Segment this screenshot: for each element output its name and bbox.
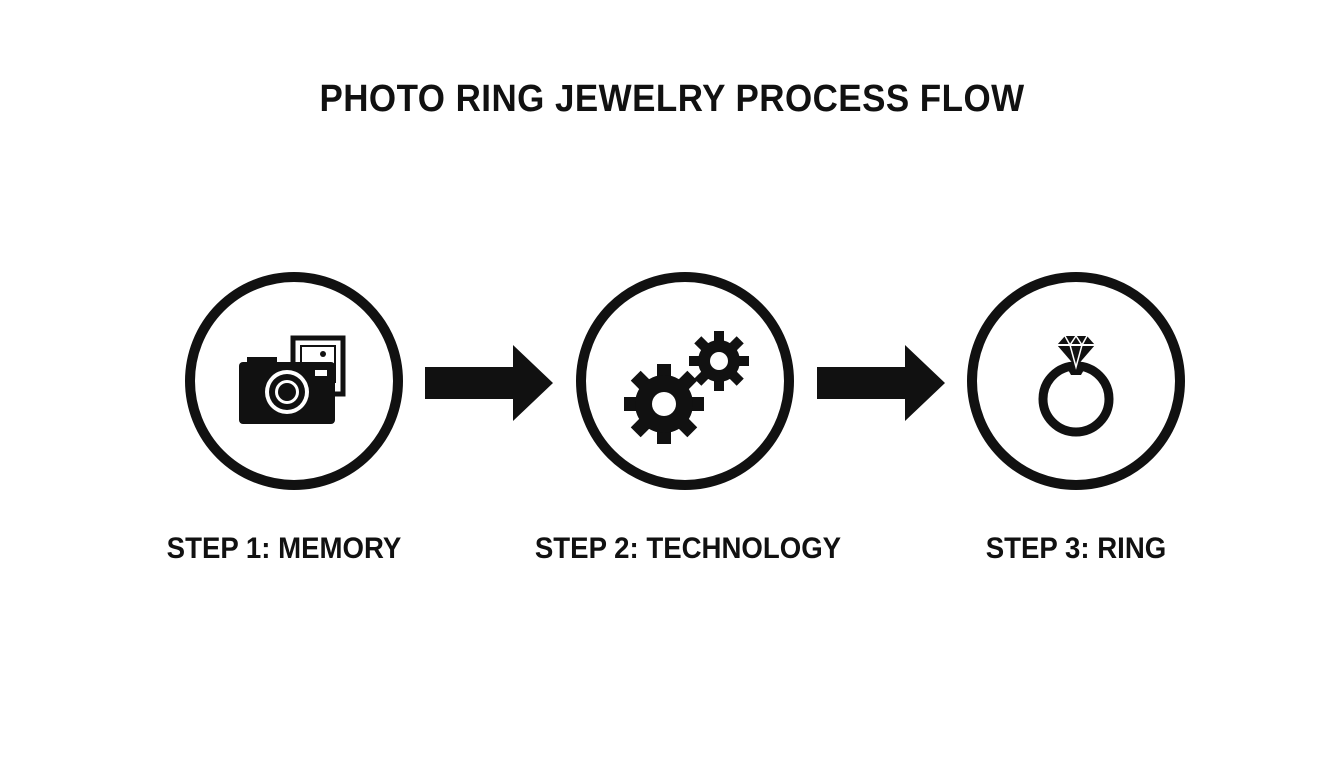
diamond-ring-icon — [1038, 334, 1114, 437]
arrow-right-icon — [817, 345, 945, 421]
step-2-label: STEP 2: TECHNOLOGY — [534, 532, 842, 565]
step-3-circle — [967, 272, 1185, 490]
step-1-circle — [185, 272, 403, 490]
gears-icon — [624, 331, 749, 444]
flow-arrow-1 — [425, 345, 555, 421]
step-2-circle — [576, 272, 794, 490]
step-3-label: STEP 3: RING — [985, 532, 1167, 565]
step-1-label: STEP 1: MEMORY — [166, 532, 402, 565]
arrow-right-icon — [425, 345, 553, 421]
diagram-title: PHOTO RING JEWELRY PROCESS FLOW — [319, 78, 1025, 120]
camera-photo-icon — [239, 335, 346, 424]
flow-arrow-2 — [817, 345, 947, 421]
